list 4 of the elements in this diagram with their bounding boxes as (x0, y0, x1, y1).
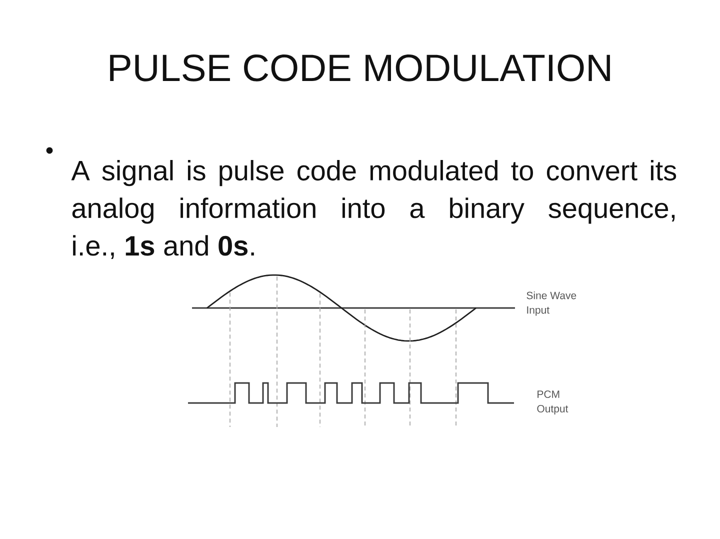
bullet-text: A signal is pulse code modulated to convert its analog information into a binary sequence, i.e., 1s and 0s. (71, 160, 676, 260)
title: PULSE CODE MODULATION (110, 54, 610, 82)
signal-label: PCM Output (537, 390, 568, 414)
signal-label: Sine Wave Input (526, 292, 576, 316)
